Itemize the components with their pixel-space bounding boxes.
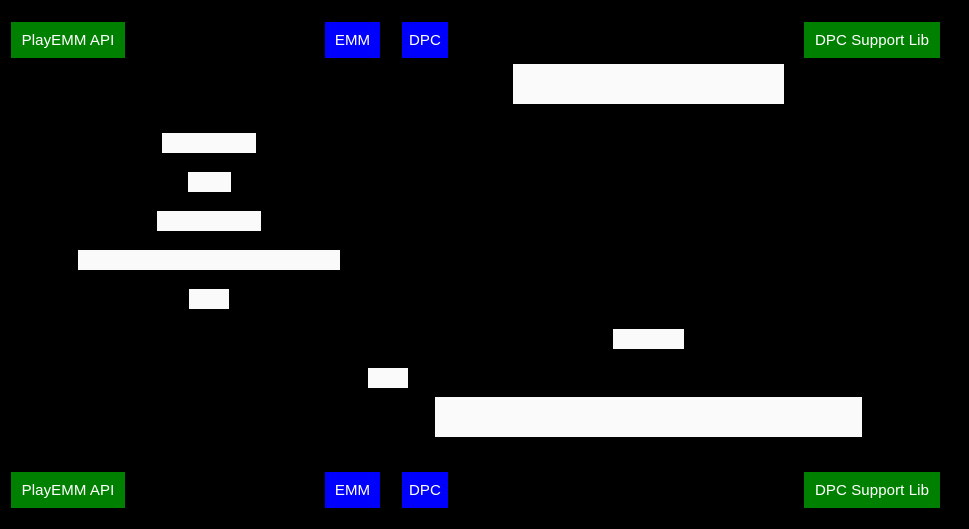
message-line-1-token-to-dpc: token xyxy=(369,409,407,426)
message-label-user-id: userID xyxy=(188,172,233,230)
message-label-add-android-for-work-account: androidForWorkAccountSupport .addAndroid… xyxy=(435,397,862,515)
participant-label-emm-bottom: EMM xyxy=(334,481,371,499)
message-label-users-update: users.update() xyxy=(157,211,261,269)
participant-label-dpc-support-lib-bottom: DPC Support Lib xyxy=(814,481,930,499)
participant-label-dpc-top: DPC xyxy=(409,31,441,49)
message-line-1-ensure-working-environment: androidForWorkAccountSupport xyxy=(541,105,756,122)
message-line-2-add-android-for-work-account: .addAndroidForWorkAccount(token, account… xyxy=(448,498,849,515)
message-line-1-token-to-emm: token xyxy=(190,330,228,347)
participant-box-dpc-support-lib-bottom[interactable]: DPC Support Lib xyxy=(804,472,940,508)
participant-label-dpc-support-lib-top: DPC Support Lib xyxy=(814,31,930,49)
message-label-generate-authentication-token: users.generateAuthenticationToken() xyxy=(78,250,340,308)
message-label-token-to-dpc: token xyxy=(368,368,408,426)
participant-label-playemm-api-bottom: PlayEMM API xyxy=(21,481,115,499)
message-label-callback: callback() xyxy=(613,329,684,387)
message-label-ensure-working-environment: androidForWorkAccountSupport .ensureWork… xyxy=(513,64,784,182)
message-line-1-add-android-for-work-account: androidForWorkAccountSupport xyxy=(541,438,756,455)
participant-box-playemm-api-top[interactable]: PlayEMM API xyxy=(11,22,125,58)
message-line-1-callback: callback() xyxy=(616,370,681,387)
participant-box-emm-top[interactable]: EMM xyxy=(325,22,380,58)
message-line-2-ensure-working-environment: .ensureWorkingEnvironment(callback) xyxy=(521,165,776,182)
participant-label-playemm-api-top: PlayEMM API xyxy=(21,31,115,49)
participant-label-dpc-bottom: DPC xyxy=(409,481,441,499)
participant-box-dpc-bottom[interactable]: DPC xyxy=(402,472,448,508)
participant-box-dpc-support-lib-top[interactable]: DPC Support Lib xyxy=(804,22,940,58)
message-label-users-insert: users.insert() xyxy=(162,133,256,191)
message-label-token-to-emm: token xyxy=(189,289,229,347)
participant-box-dpc-top[interactable]: DPC xyxy=(402,22,448,58)
participant-box-playemm-api-bottom[interactable]: PlayEMM API xyxy=(11,472,125,508)
participant-label-emm-top: EMM xyxy=(334,31,371,49)
participant-box-emm-bottom[interactable]: EMM xyxy=(325,472,380,508)
